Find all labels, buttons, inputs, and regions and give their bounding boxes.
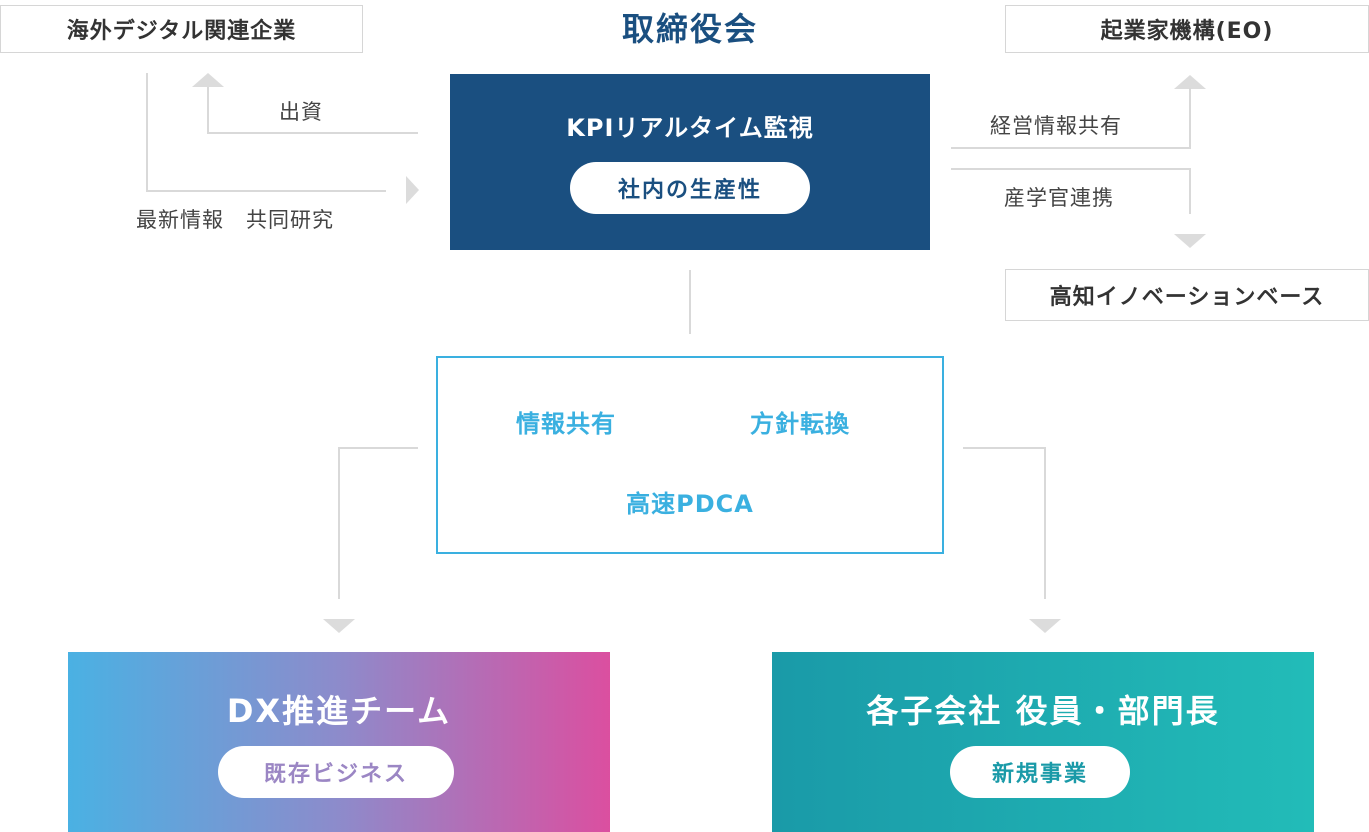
subsidiaries-box: 各子会社 役員・部門長 新規事業 (772, 652, 1314, 832)
board-title: 取締役会 (621, 10, 758, 48)
new-business-pill: 新規事業 (950, 746, 1130, 798)
arrow-up-to-eo (1174, 75, 1206, 89)
investment-line-horizontal (207, 132, 418, 134)
mgmt-share-line-vertical (1189, 88, 1191, 149)
policy-shift-text: 方針転換 (750, 410, 850, 438)
existing-business-pill: 既存ビジネス (218, 746, 454, 798)
kochi-innovation-base-box: 高知イノベーションベース (1005, 269, 1369, 321)
arrow-right-to-kpi (406, 176, 419, 204)
overseas-digital-companies-box: 海外デジタル関連企業 (0, 5, 363, 53)
center-to-subsidiaries-vertical (1044, 447, 1046, 599)
entrepreneur-organization-box: 起業家機構(EO) (1005, 5, 1369, 53)
kpi-center-connector (689, 270, 691, 334)
info-research-label: 最新情報 共同研究 (136, 208, 334, 232)
dx-team-title: DX推進チーム (226, 692, 452, 730)
mgmt-share-line-horizontal (951, 147, 1191, 149)
collab-line-vertical (1189, 168, 1191, 214)
info-sharing-text: 情報共有 (516, 410, 616, 438)
arrow-down-to-kochi (1174, 234, 1206, 248)
center-to-subsidiaries-horizontal (963, 447, 1046, 449)
kpi-monitoring-title: KPIリアルタイム監視 (566, 114, 814, 142)
subsidiaries-title: 各子会社 役員・部門長 (866, 692, 1220, 730)
center-to-dx-horizontal (338, 447, 418, 449)
kochi-innovation-base-label: 高知イノベーションベース (1049, 285, 1325, 310)
info-line-horizontal (146, 190, 386, 192)
center-to-dx-vertical (338, 447, 340, 599)
center-process-box: 情報共有 方針転換 高速PDCA (436, 356, 944, 554)
info-line-vertical (146, 73, 148, 192)
fast-pdca-text: 高速PDCA (626, 490, 754, 518)
collab-line-horizontal (951, 168, 1191, 170)
arrow-up-to-overseas (192, 73, 224, 87)
entrepreneur-organization-label: 起業家機構(EO) (1100, 19, 1274, 44)
productivity-pill: 社内の生産性 (570, 162, 810, 214)
overseas-digital-companies-label: 海外デジタル関連企業 (66, 19, 297, 44)
mgmt-share-label: 経営情報共有 (990, 114, 1122, 138)
collab-label: 産学官連携 (1004, 186, 1114, 210)
dx-team-box: DX推進チーム 既存ビジネス (68, 652, 610, 832)
investment-line-vertical (207, 87, 209, 134)
arrow-down-to-subsidiaries (1029, 619, 1061, 633)
investment-label: 出資 (279, 100, 323, 124)
arrow-down-to-dx (323, 619, 355, 633)
kpi-monitoring-box: KPIリアルタイム監視 社内の生産性 (450, 74, 930, 250)
